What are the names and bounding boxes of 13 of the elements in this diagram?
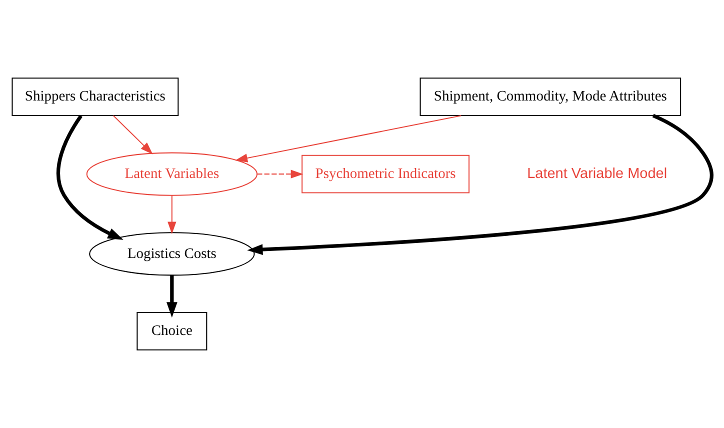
node-box: Shippers Characteristics (12, 78, 179, 116)
arrow (257, 170, 304, 178)
arrow (168, 196, 176, 234)
arrow (247, 114, 714, 255)
label: Latent Variable Model (527, 166, 668, 182)
node-box: Shipment, Commodity, Mode Attributes (420, 78, 682, 116)
arrow (113, 115, 153, 154)
node-box: Choice (136, 312, 208, 350)
arrow (166, 276, 178, 318)
node-ellipse: Logistics Costs (89, 232, 255, 276)
arrow (235, 115, 462, 162)
node-box: Psychometric Indicators (302, 154, 470, 194)
arrow (56, 114, 124, 240)
